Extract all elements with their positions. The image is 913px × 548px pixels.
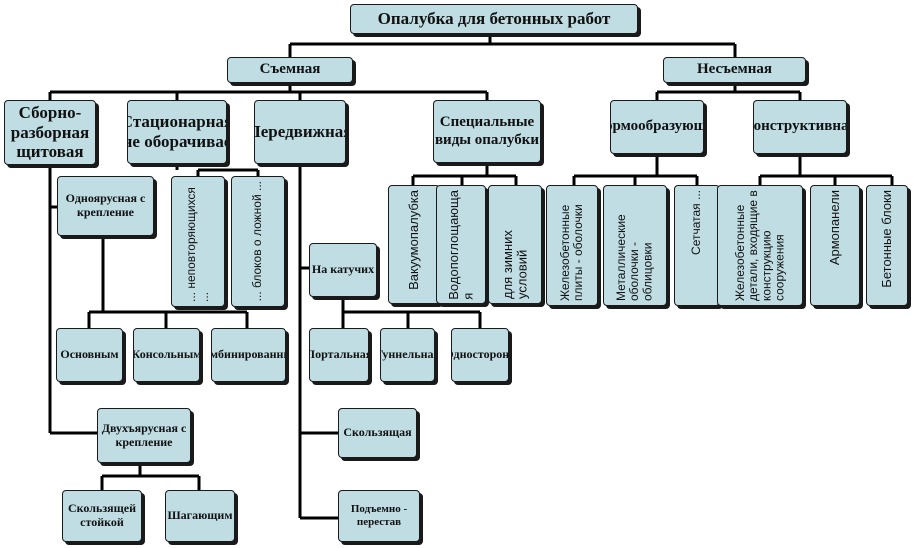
special-child-node: Вакуумопалубка (388, 185, 440, 304)
wheels-child-node: Туннельная (380, 328, 435, 382)
special-child-label: Водопоглощающа я (445, 190, 475, 300)
root-node: Опалубка для бетонных работ (350, 4, 638, 34)
forming-child-node: Железобетонные плиты - оболочки (546, 185, 598, 306)
structural-child-node: Бетонные блоки (866, 185, 908, 306)
forming-child-node: Металлические оболочки - облицовки (603, 185, 667, 306)
single-child-node: Основным (56, 328, 123, 382)
assembly-node: Сборно-разборная щитовая (4, 100, 96, 165)
sliding-node: Скользящая (338, 408, 417, 458)
forming-child-label: Сетчатая ... (689, 190, 704, 255)
mobile-node: Передвижная (254, 100, 346, 164)
double-child-node: Шагающим (165, 490, 235, 542)
single-child-node: Комбинированным (211, 328, 286, 382)
single-child-node: Консольным (133, 328, 200, 382)
forming-child-label: Металлические оболочки - облицовки (614, 214, 655, 301)
special-child-node: Водопоглощающа я (436, 185, 486, 304)
wheels-child-node: Одностороня (451, 328, 509, 382)
forming-child-label: Железобетонные плиты - оболочки (557, 204, 585, 301)
stationary-node: Стационарная не оборачивае (127, 100, 227, 164)
structural-child-label: Армопанели (826, 190, 842, 266)
forming-node: Формообразующая (610, 100, 704, 154)
stationary-child-label: ... неповторяющихся ... (183, 187, 211, 302)
special-child-node: для зимних условий (488, 185, 542, 304)
fixed-node: Несъемная (663, 57, 806, 83)
lifting-node: Подъемно - перестав (338, 490, 420, 542)
stationary-child-node: ... блоков о ложной ... (231, 176, 285, 307)
stationary-child-label: ... блоков о ложной ... (250, 181, 265, 302)
single-tier-node: Одноярусная с крепление (57, 176, 154, 236)
special-child-label: Вакуумопалубка (405, 190, 421, 290)
removable-node: Съемная (227, 57, 353, 83)
double-child-node: Скользящей стойкой (62, 490, 142, 542)
structural-node: Конструктивная (753, 100, 847, 154)
structural-child-node: Железобетонные детали, входящие в констр… (717, 185, 803, 306)
structural-child-label: Железобетонные детали, входящие в констр… (732, 190, 787, 301)
structural-child-label: Бетонные блоки (878, 190, 894, 288)
wheels-child-node: Портальная (309, 328, 369, 382)
stationary-child-node: ... неповторяющихся ... (171, 176, 225, 307)
special-node: Специальные виды опалубки (433, 100, 541, 163)
special-child-label: для зимних условий (499, 230, 529, 299)
forming-child-node: Сетчатая ... (674, 185, 720, 306)
wheels-node: На катучих (309, 243, 377, 297)
double-tier-node: Двухъярусная с крепление (97, 408, 191, 463)
structural-child-node: Армопанели (810, 185, 860, 306)
